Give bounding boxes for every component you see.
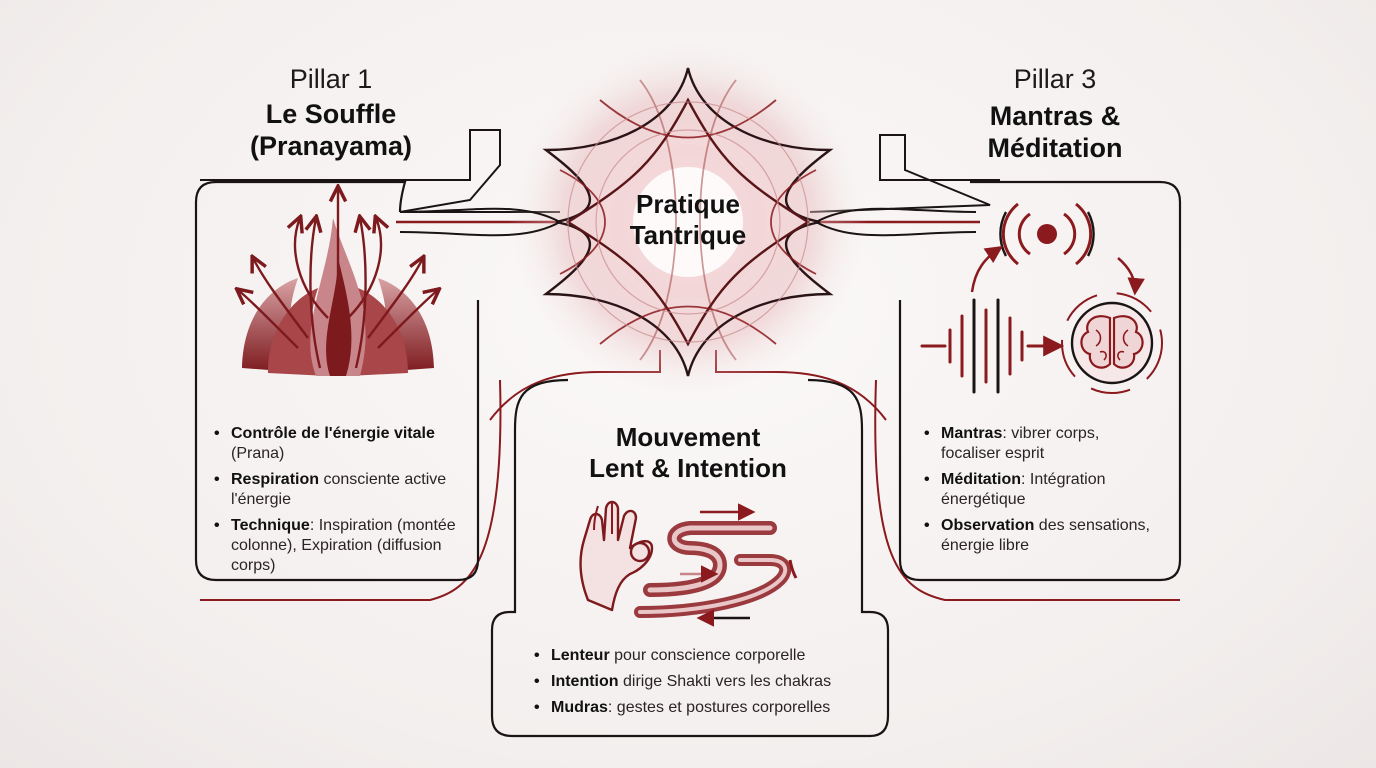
list-item: Technique: Inspiration (montée colonne),… (214, 516, 472, 576)
left-title-line2: (Pranayama) (249, 131, 413, 161)
list-item: Contrôle de l'énergie vitale (Prana) (214, 424, 472, 464)
item-bold: Technique (231, 517, 310, 534)
right-pillar-title: Mantras & Méditation (920, 100, 1190, 164)
item-bold: Contrôle de l'énergie vitale (231, 425, 435, 442)
list-item: Intention dirige Shakti vers les chakras (534, 672, 874, 692)
bottom-title: Mouvement Lent & Intention (540, 422, 836, 484)
center-title: Pratique Tantrique (588, 189, 788, 251)
right-panel-frame (898, 180, 1182, 582)
left-panel-frame (194, 180, 480, 582)
right-pillar-label: Pillar 3 (1013, 64, 1097, 94)
center-title-line2: Tantrique (629, 220, 747, 250)
list-item: Méditation: Intégration énergétique (924, 470, 1160, 510)
item-text: : Intégration énergétique (941, 471, 1106, 508)
left-bullet-list: Contrôle de l'énergie vitale (Prana) Res… (214, 424, 472, 582)
item-bold: Méditation (941, 471, 1021, 488)
flame-breath-icon (238, 188, 438, 376)
bottom-title-line2: Lent & Intention (589, 453, 787, 483)
bottom-title-line1: Mouvement (615, 422, 761, 452)
mudra-hand-flow-icon (579, 500, 798, 627)
list-item: Lenteur pour conscience corporelle (534, 646, 874, 666)
center-title-line1: Pratique (635, 189, 741, 219)
left-title-line1: Le Souffle (265, 99, 397, 129)
item-bold: Mantras (941, 425, 1003, 442)
mandala-icon (399, 40, 977, 400)
connector-lines (200, 129, 1180, 601)
item-text: : Inspiration (montée colonne), Expirati… (231, 517, 456, 574)
item-text: pour conscience corporelle (609, 647, 806, 664)
right-bullet-list: Mantras: vibrer corps, focaliser esprit … (924, 424, 1160, 562)
item-bold: Mudras (551, 699, 608, 716)
list-item: Mudras: gestes et postures corporelles (534, 698, 874, 718)
item-text: consciente active l'énergie (231, 471, 447, 508)
sound-wave-brain-icon (920, 202, 1163, 394)
list-item: Respiration consciente active l'énergie (214, 470, 472, 510)
left-pillar-title: Le Souffle (Pranayama) (196, 98, 466, 162)
item-bold: Observation (941, 517, 1035, 534)
right-title-line1: Mantras & (989, 101, 1121, 131)
item-text: (Prana) (231, 445, 285, 462)
item-text: des sensations, énergie libre (941, 517, 1150, 554)
list-item: Observation des sensations, énergie libr… (924, 516, 1160, 556)
list-item: Mantras: vibrer corps, focaliser esprit (924, 424, 1160, 464)
bottom-panel-frame (490, 378, 890, 738)
item-bold: Respiration (231, 471, 320, 488)
right-title-line2: Méditation (987, 133, 1123, 163)
item-text: : gestes et postures corporelles (607, 699, 831, 716)
item-text: : vibrer corps, focaliser esprit (941, 425, 1100, 462)
left-pillar-label: Pillar 1 (289, 64, 373, 94)
item-bold: Lenteur (551, 647, 610, 664)
item-bold: Intention (551, 673, 619, 690)
item-text: dirige Shakti vers les chakras (618, 673, 832, 690)
bottom-bullet-list: Lenteur pour conscience corporelle Inten… (534, 646, 874, 724)
